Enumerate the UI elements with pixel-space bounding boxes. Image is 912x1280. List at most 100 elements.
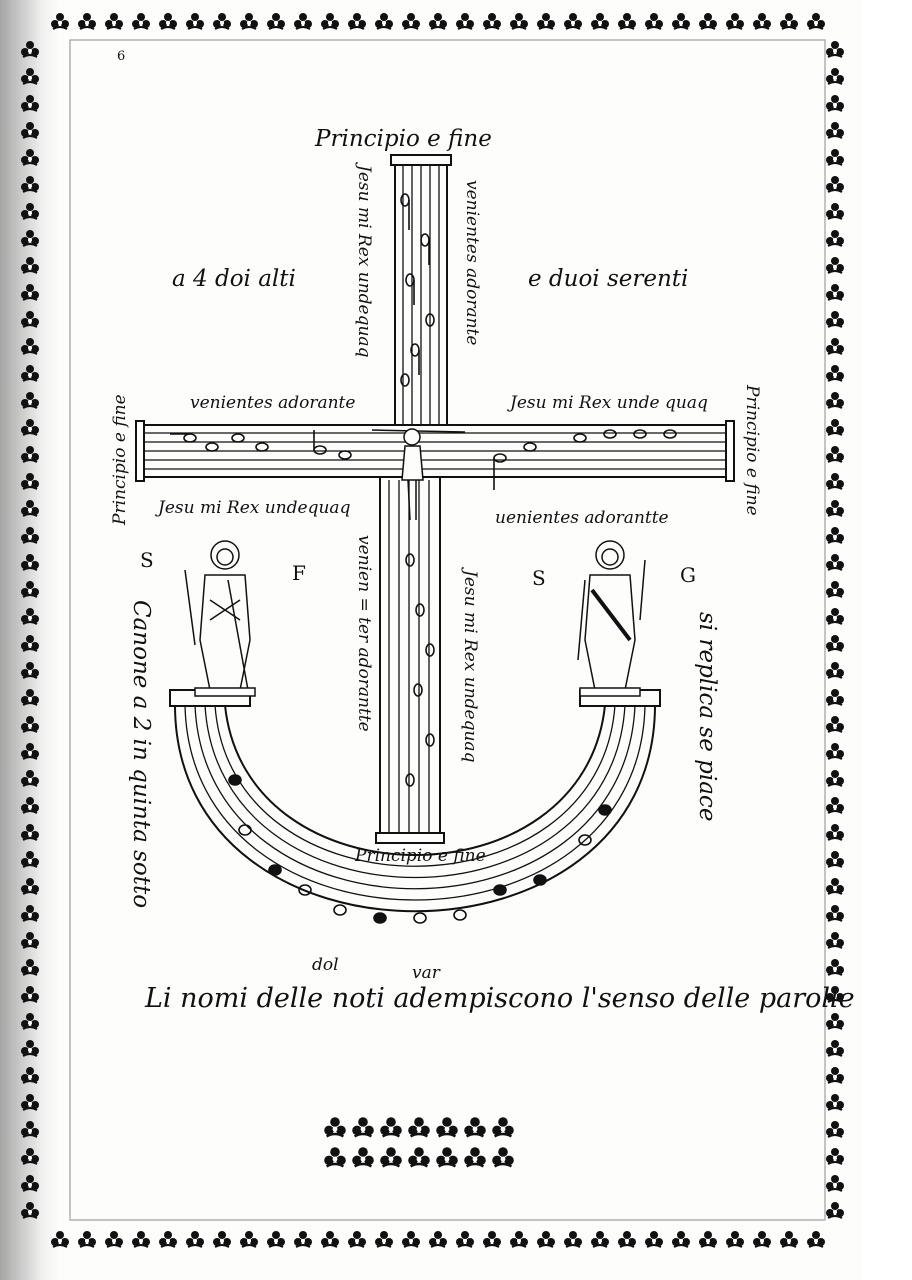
- fleuron-icon: [825, 256, 845, 274]
- fleuron-icon: [379, 1145, 403, 1168]
- scan-margin: [862, 0, 912, 1280]
- fleuron-icon: [644, 1230, 664, 1248]
- fleuron-icon: [563, 12, 583, 30]
- fleuron-icon: [20, 580, 40, 598]
- fleuron-icon: [293, 12, 313, 30]
- fleuron-icon: [20, 715, 40, 733]
- fleuron-icon: [293, 1230, 313, 1248]
- fleuron-icon: [20, 931, 40, 949]
- fleuron-icon: [428, 12, 448, 30]
- fleuron-icon: [323, 1115, 347, 1138]
- fleuron-icon: [825, 688, 845, 706]
- fleuron-icon: [825, 364, 845, 382]
- fleuron-icon: [698, 1230, 718, 1248]
- fleuron-icon: [374, 12, 394, 30]
- fleuron-icon: [20, 1093, 40, 1111]
- fleuron-icon: [401, 1230, 421, 1248]
- fleuron-icon: [20, 418, 40, 436]
- fleuron-icon: [239, 1230, 259, 1248]
- fleuron-icon: [825, 1039, 845, 1057]
- fleuron-icon: [825, 418, 845, 436]
- fleuron-icon: [20, 958, 40, 976]
- fleuron-icon: [20, 985, 40, 1003]
- fleuron-icon: [20, 94, 40, 112]
- fleuron-icon: [20, 661, 40, 679]
- arm-right-above-text: Jesu mi Rex unde quaq: [510, 393, 708, 413]
- fleuron-icon: [806, 1230, 826, 1248]
- fleuron-icon: [20, 634, 40, 652]
- fleuron-icon: [104, 12, 124, 30]
- fleuron-icon: [825, 958, 845, 976]
- fleuron-icon: [671, 12, 691, 30]
- letter-g: G: [680, 563, 696, 587]
- fleuron-icon: [825, 472, 845, 490]
- syllable-dol: dol: [312, 955, 339, 975]
- fleuron-icon: [825, 310, 845, 328]
- fleuron-icon: [590, 1230, 610, 1248]
- fleuron-icon: [509, 1230, 529, 1248]
- fleuron-icon: [131, 12, 151, 30]
- fleuron-icon: [779, 1230, 799, 1248]
- fleuron-icon: [20, 67, 40, 85]
- fleuron-icon: [20, 877, 40, 895]
- letter-f: F: [292, 561, 306, 585]
- fleuron-icon: [266, 12, 286, 30]
- fleuron-icon: [825, 1120, 845, 1138]
- music-notes: [170, 193, 677, 924]
- fleuron-icon: [825, 742, 845, 760]
- fleuron-icon: [825, 121, 845, 139]
- phrase-right-top: e duoi serenti: [528, 266, 689, 292]
- fleuron-icon: [20, 769, 40, 787]
- fleuron-icon: [50, 12, 70, 30]
- fleuron-icon: [536, 1230, 556, 1248]
- fleuron-icon: [825, 1066, 845, 1084]
- fleuron-icon: [266, 1230, 286, 1248]
- fleuron-icon: [825, 391, 845, 409]
- fleuron-icon: [825, 796, 845, 814]
- fleuron-icon: [320, 1230, 340, 1248]
- fleuron-icon: [752, 1230, 772, 1248]
- letter-s-right: S: [532, 566, 546, 590]
- fleuron-icon: [20, 607, 40, 625]
- saint-figure-left: [184, 540, 256, 697]
- fleuron-icon: [825, 445, 845, 463]
- fleuron-icon: [435, 1145, 459, 1168]
- fleuron-icon: [825, 1201, 845, 1219]
- fleuron-icon: [825, 526, 845, 544]
- fleuron-icon: [20, 904, 40, 922]
- fleuron-icon: [407, 1115, 431, 1138]
- fleuron-icon: [20, 391, 40, 409]
- fleuron-icon: [825, 40, 845, 58]
- fleuron-icon: [806, 12, 826, 30]
- lower-staff-right-text: Jesu mi Rex undequaq: [460, 570, 480, 763]
- fleuron-icon: [825, 175, 845, 193]
- fleuron-icon: [20, 337, 40, 355]
- cross-horizontal-staff: [135, 420, 735, 482]
- fleuron-icon: [131, 1230, 151, 1248]
- fleuron-icon: [185, 12, 205, 30]
- fleuron-icon: [185, 1230, 205, 1248]
- fleuron-icon: [50, 1230, 70, 1248]
- upper-staff-left-text: Jesu mi Rex undequaq: [354, 165, 374, 358]
- canon-text: Canone a 2 in quinta sotto: [128, 600, 154, 909]
- fleuron-icon: [20, 283, 40, 301]
- fleuron-icon: [671, 1230, 691, 1248]
- arm-left-above-text: venientes adorante: [190, 393, 356, 413]
- fleuron-icon: [320, 12, 340, 30]
- fleuron-icon: [779, 12, 799, 30]
- fleuron-icon: [379, 1115, 403, 1138]
- syllable-var: var: [412, 963, 440, 983]
- fleuron-icon: [20, 1174, 40, 1192]
- right-principio-text: Principio e fine: [742, 385, 762, 516]
- fleuron-icon: [698, 12, 718, 30]
- fleuron-icon: [20, 229, 40, 247]
- fleuron-icon: [351, 1115, 375, 1138]
- fleuron-icon: [20, 1066, 40, 1084]
- fleuron-icon: [590, 12, 610, 30]
- arm-left-below-text: Jesu mi Rex undequaq: [158, 498, 351, 518]
- fleuron-icon: [725, 1230, 745, 1248]
- lower-staff-left-text: venien = ter adorantte: [354, 535, 374, 732]
- fleuron-icon: [20, 40, 40, 58]
